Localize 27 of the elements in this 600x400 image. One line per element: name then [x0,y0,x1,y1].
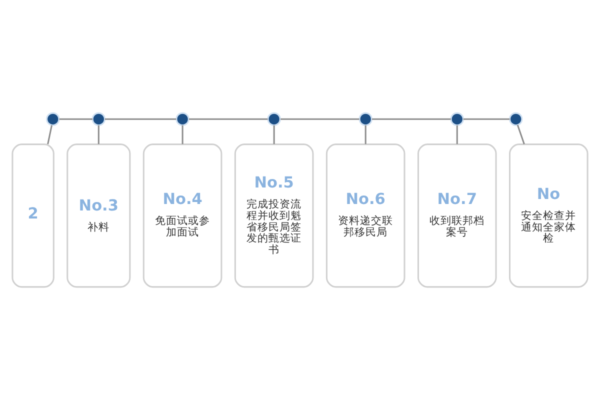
node-circle [267,112,281,126]
node-box: No.7 收到联邦档案号 [417,144,497,288]
node-box: 2 [12,144,54,288]
node-circle [92,112,106,126]
connector [463,118,510,120]
node-circle [176,112,190,126]
connector [182,125,184,144]
node-box: No.6 资料递交联邦移民局 [326,144,406,288]
connector [516,124,525,144]
connector [273,125,275,144]
node-box: No 安全检查并通知全家体检 [508,144,588,288]
node-box: No.3 补料 [66,144,131,288]
node-box: No.5 完成投资流程并收到魁省移民局签发的甄选证书 [234,144,314,288]
connector [98,125,100,144]
connector [59,118,92,120]
node-circle [508,112,523,126]
connector [104,118,176,120]
connector [364,125,366,144]
node-box: No.4 免面试或参加面试 [142,144,222,288]
connector [456,125,458,144]
connector [188,118,268,120]
node-circle [358,112,372,126]
node-circle [46,112,60,126]
connector [280,118,360,120]
node-circle [450,112,464,126]
connector [47,125,52,144]
connector [372,118,451,120]
